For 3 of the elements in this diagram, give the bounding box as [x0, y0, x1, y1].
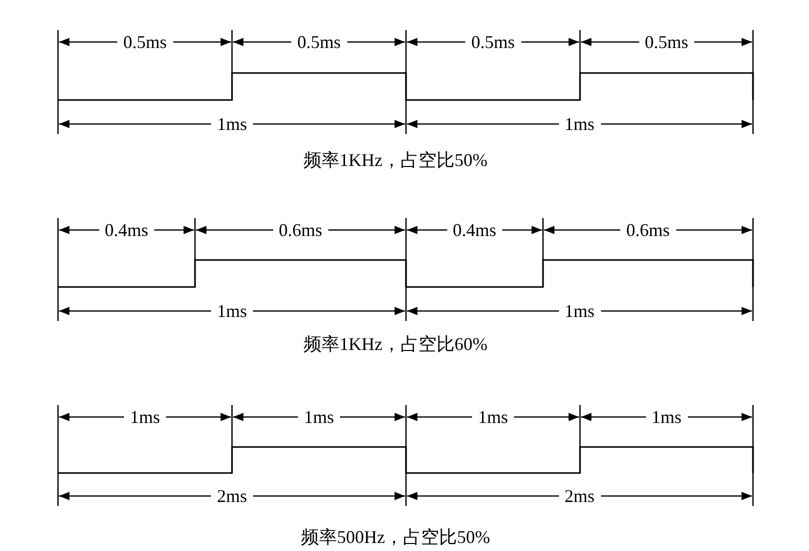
- caption: 频率500Hz，占空比50%: [300, 527, 491, 547]
- caption: 频率1KHz，占空比60%: [302, 334, 488, 354]
- caption: 频率1KHz，占空比50%: [302, 150, 488, 170]
